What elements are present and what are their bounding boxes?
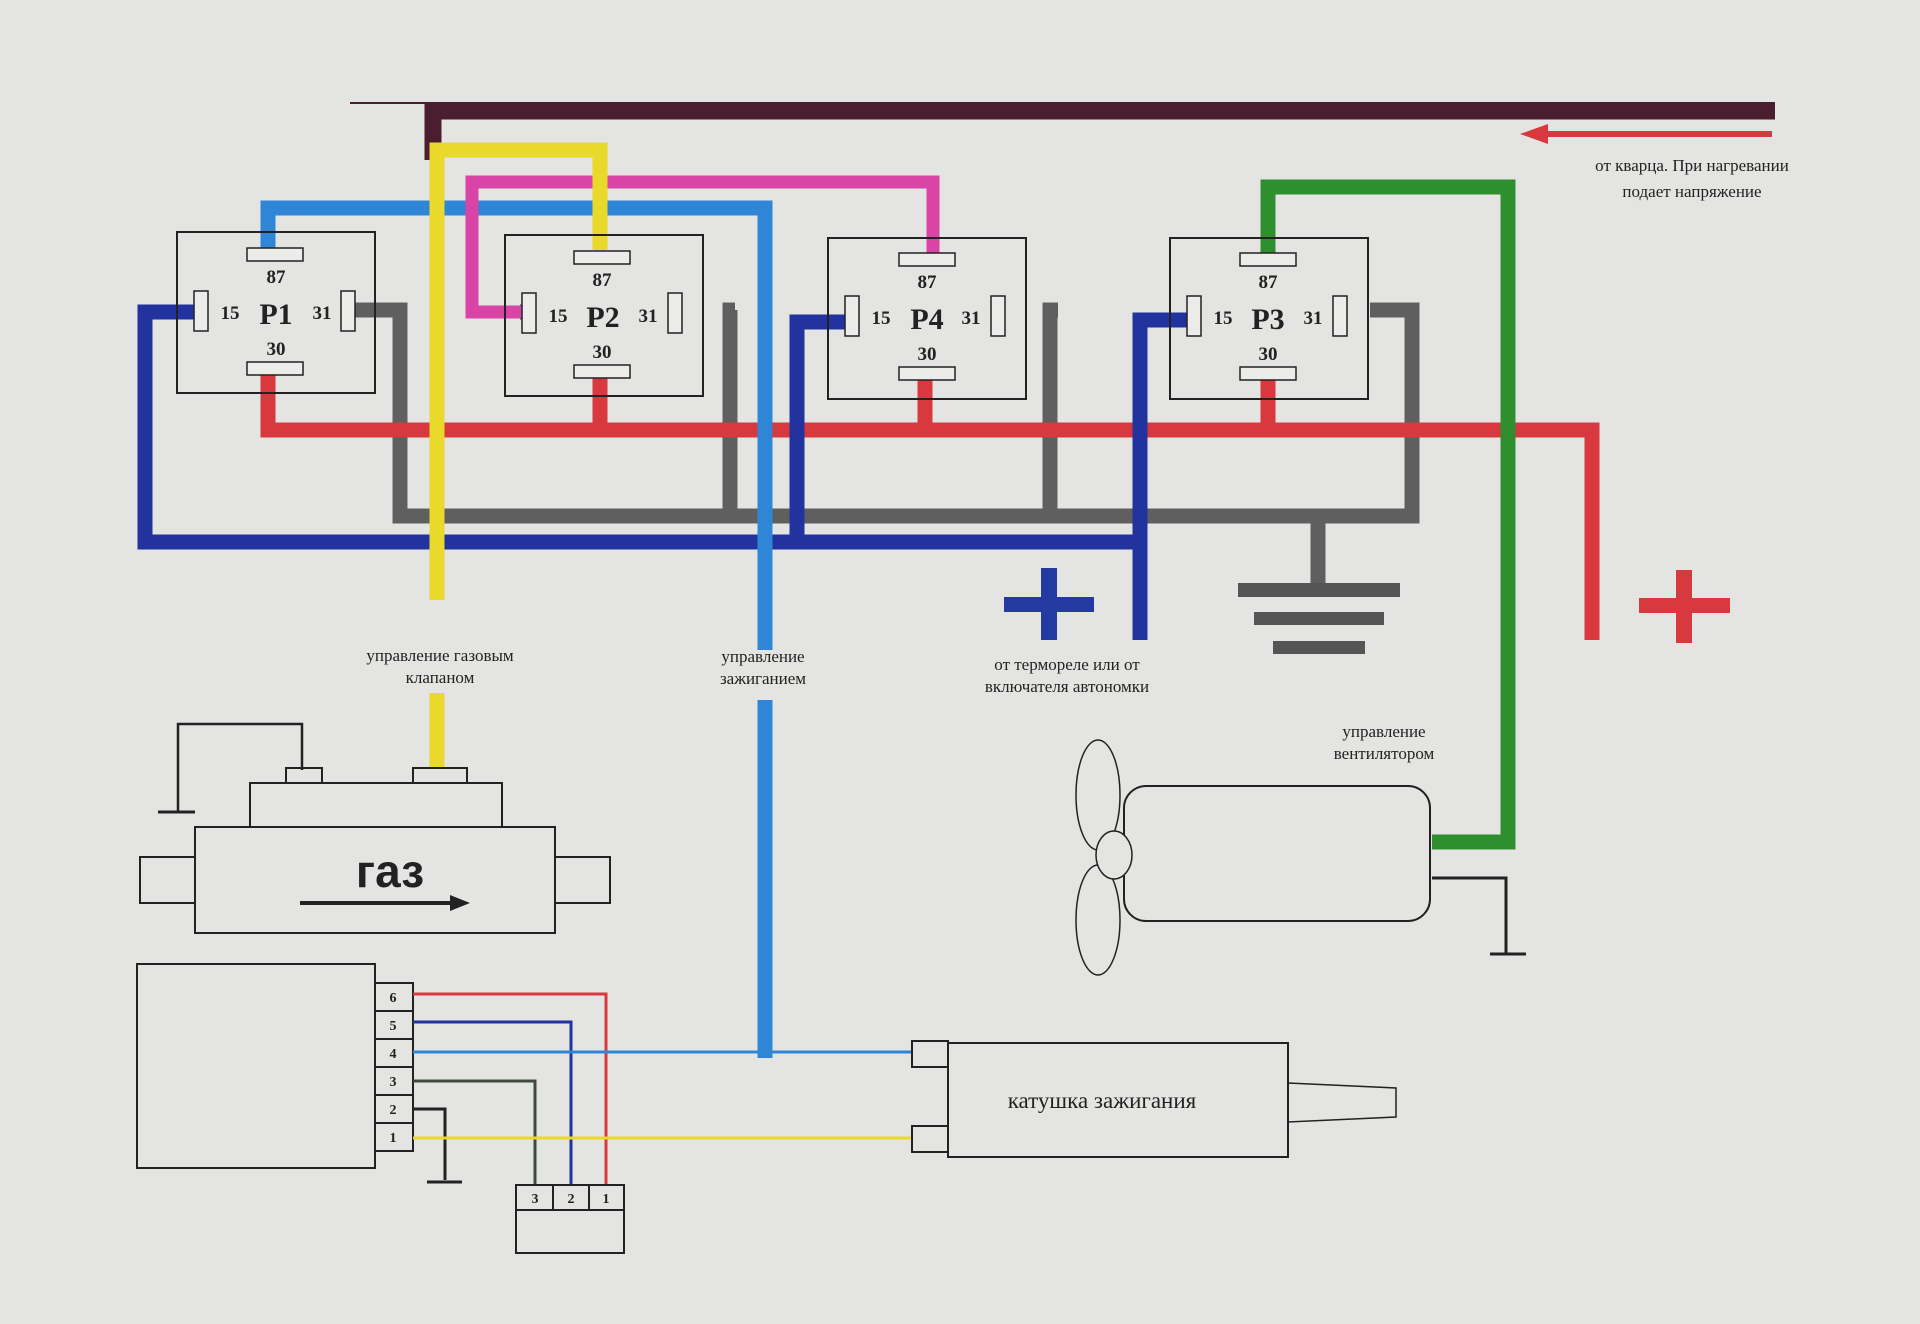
relay-p3-pin-left: 15: [1214, 308, 1233, 329]
relay-p3-pin-bottom: 30: [1259, 344, 1278, 365]
relay-p3-pin-top: 87: [1259, 272, 1279, 293]
gas-valve: газ: [139, 722, 611, 934]
thermo-label-line2: включателя автономки: [985, 677, 1149, 696]
module-pin-6: 6: [390, 991, 397, 1006]
thin-wire-5: [413, 1020, 573, 1185]
relay-p4-pin-bottom: 30: [918, 344, 937, 365]
magenta-wire: [465, 175, 940, 319]
gas-label: газ: [356, 845, 424, 897]
thermo-label-line1: от термореле или от: [994, 655, 1140, 674]
relay-p3: 87 15 P3 31 30: [1169, 237, 1369, 400]
red-plus-wire: [260, 375, 1600, 640]
plus-blue-icon: [1004, 568, 1094, 640]
fan-label-line1: управление: [1342, 722, 1425, 741]
thin-wire-3: [413, 1079, 537, 1185]
relay-p4: 87 15 P4 31 30: [827, 237, 1027, 400]
relay-p4-name: P4: [910, 303, 943, 336]
connector-pin-3: 3: [532, 1192, 539, 1207]
relay-p4-pin-left: 15: [872, 308, 891, 329]
fan-label-line2: вентилятором: [1334, 744, 1435, 763]
module-pin-4: 4: [390, 1047, 397, 1062]
fan-blade-bottom-icon: [1075, 864, 1121, 976]
wires: [137, 102, 1775, 1058]
gas-valve-label-line1: управление газовым: [366, 646, 514, 665]
relay-p2: 87 15 P2 31 30: [504, 234, 704, 397]
quartz-arrow-head: [1520, 124, 1548, 144]
ignition-coil: катушка зажигания: [911, 1040, 1397, 1158]
thin-wire-6: [413, 992, 608, 1185]
ignition-label-line1: управление: [721, 647, 804, 666]
relay-p1: 87 15 P1 31 30: [176, 231, 376, 394]
thin-wires: [413, 992, 912, 1185]
module-pin-1: 1: [390, 1131, 397, 1146]
control-module: 6 5 4 3 2 1: [136, 963, 414, 1169]
thin-wire-2: [413, 1107, 447, 1180]
dark-blue-wire: [137, 304, 1191, 640]
gas-valve-ground-wire: [176, 722, 304, 812]
connector-pin-1: 1: [603, 1192, 610, 1207]
relay-p1-pin-right: 31: [313, 303, 332, 324]
relay-p2-pin-bottom: 30: [593, 342, 612, 363]
green-wire: [1260, 179, 1516, 850]
module-pin-3: 3: [390, 1075, 397, 1090]
relay-p2-pin-top: 87: [593, 270, 613, 291]
quartz-label-line1: от кварца. При нагревании: [1595, 156, 1789, 175]
connector-pin-2: 2: [568, 1192, 575, 1207]
relay-p1-pin-bottom: 30: [267, 339, 286, 360]
quartz-label-line2: подает напряжение: [1622, 182, 1761, 201]
relay-p1-pin-left: 15: [221, 303, 240, 324]
module-pin-column: 6 5 4 3 2 1: [374, 982, 414, 1152]
gas-flow-arrow-head: [450, 895, 470, 911]
ground-icon: [1238, 583, 1400, 654]
gas-valve-label-line2: клапаном: [406, 668, 475, 687]
relay-p2-pin-left: 15: [549, 306, 568, 327]
ignition-label-line2: зажиганием: [720, 669, 806, 688]
plus-red-icon: [1639, 570, 1730, 643]
relay-p3-pin-right: 31: [1304, 308, 1323, 329]
fan-hub-icon: [1095, 830, 1133, 880]
coil-label: катушка зажигания: [1008, 1088, 1197, 1113]
yellow-wire: [429, 142, 608, 768]
connector-3pin: 3 2 1: [515, 1184, 625, 1254]
relay-p4-pin-top: 87: [918, 272, 938, 293]
relay-p2-name: P2: [586, 301, 619, 334]
relay-p1-pin-top: 87: [267, 267, 287, 288]
fan-motor: [1075, 739, 1526, 976]
light-blue-wire: [260, 200, 773, 1058]
relay-p4-pin-right: 31: [962, 308, 981, 329]
module-pin-2: 2: [390, 1103, 397, 1118]
fan-ground-wire: [1432, 876, 1508, 954]
gray-ground-wire: [355, 302, 1420, 585]
module-pin-5: 5: [390, 1019, 397, 1034]
relay-p1-name: P1: [259, 298, 292, 331]
relay-p2-pin-right: 31: [639, 306, 658, 327]
coil-tip: [1287, 1082, 1397, 1123]
relay-p3-name: P3: [1251, 303, 1284, 336]
